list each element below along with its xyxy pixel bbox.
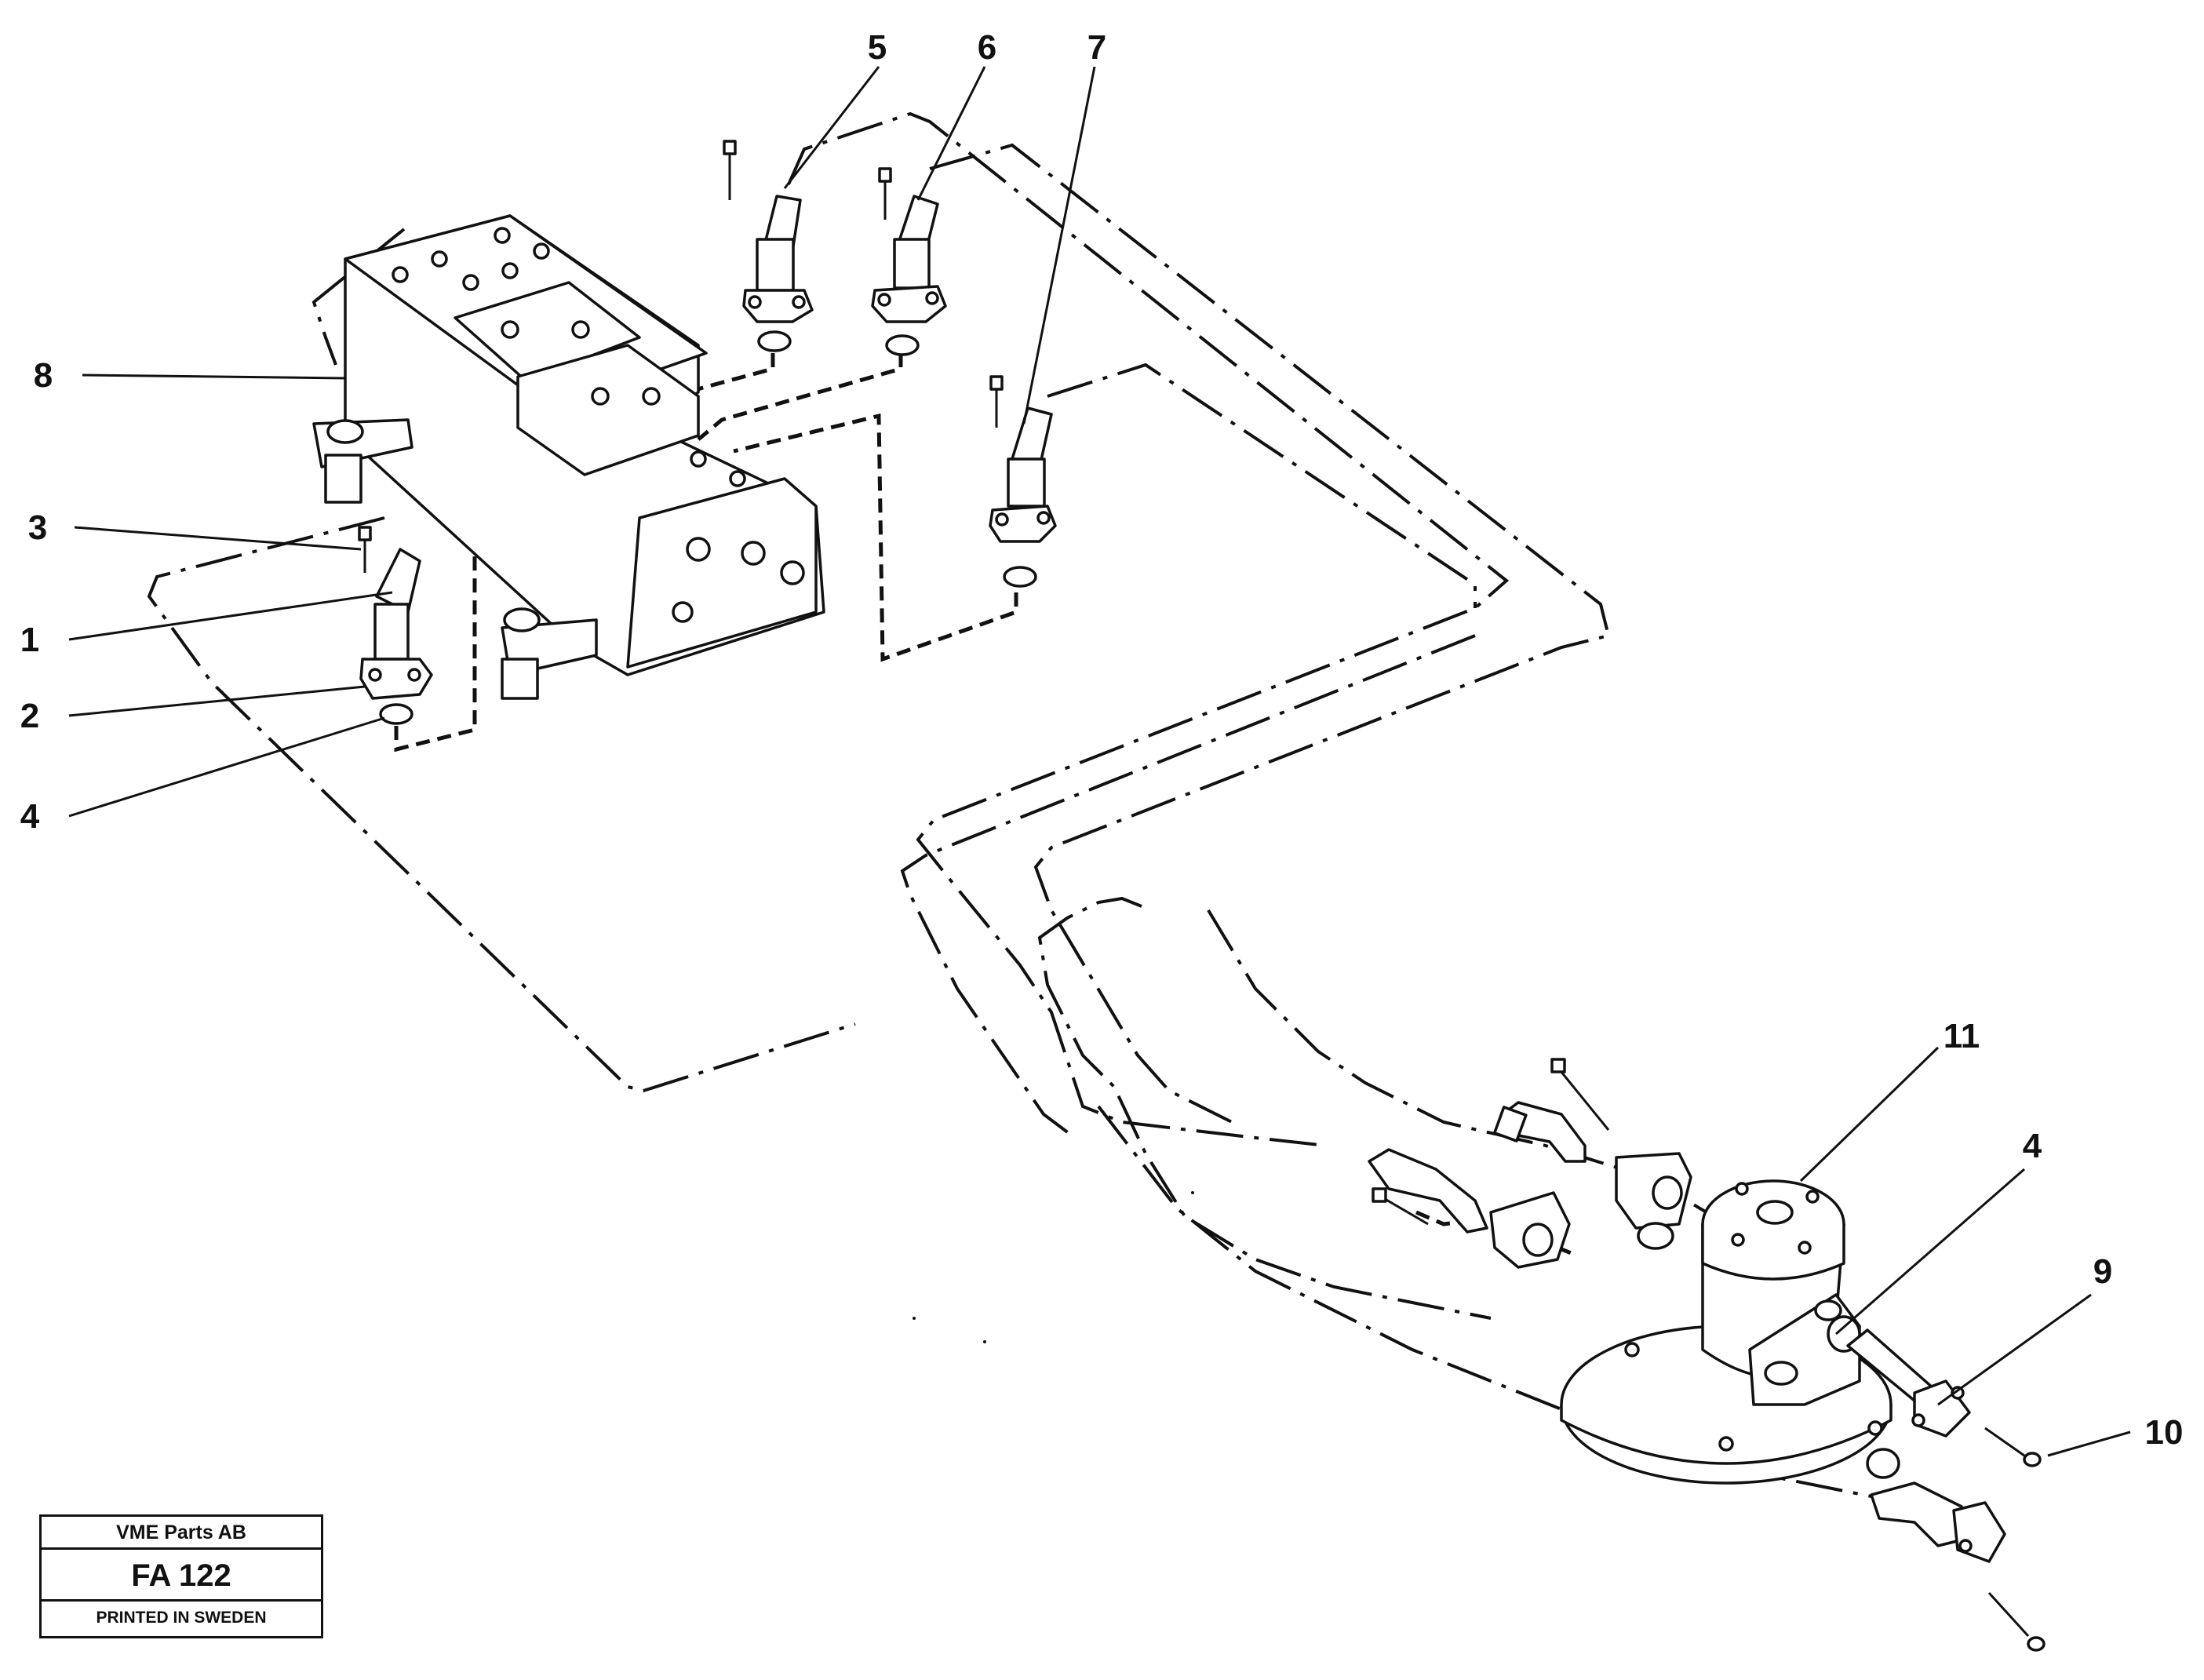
callout-7: 7 <box>1087 28 1106 67</box>
leader-lines <box>68 66 2131 1457</box>
callout-4-right: 4 <box>2023 1127 2042 1165</box>
callout-5: 5 <box>868 28 887 67</box>
callout-labels: 5 6 7 8 3 1 2 4 11 4 9 10 <box>20 28 2184 1452</box>
scan-specks <box>913 1191 1194 1343</box>
control-valve-block <box>312 214 825 700</box>
callout-3: 3 <box>28 508 47 547</box>
title-block-company: VME Parts AB <box>42 1517 321 1550</box>
callout-8: 8 <box>34 356 53 395</box>
hose-routes <box>147 111 1884 1500</box>
title-block-printed: PRINTED IN SWEDEN <box>96 1609 267 1627</box>
swivel-unit <box>1560 1179 2046 1652</box>
callout-1: 1 <box>20 621 39 659</box>
callout-4-left: 4 <box>20 797 40 836</box>
fitting-6 <box>871 167 947 356</box>
fitting-5 <box>723 140 814 352</box>
title-block-code: FA 122 <box>42 1550 321 1602</box>
lower-hoses <box>1368 1058 1692 1269</box>
callout-6: 6 <box>978 28 996 67</box>
callout-9: 9 <box>2093 1252 2112 1291</box>
callout-2: 2 <box>20 697 39 735</box>
fitting-left <box>358 526 433 725</box>
callout-10: 10 <box>2145 1413 2184 1452</box>
callout-11: 11 <box>1944 1017 1980 1055</box>
title-block: VME Parts AB FA 122 PRINTED IN SWEDEN <box>39 1514 323 1638</box>
fitting-7 <box>989 375 1057 588</box>
